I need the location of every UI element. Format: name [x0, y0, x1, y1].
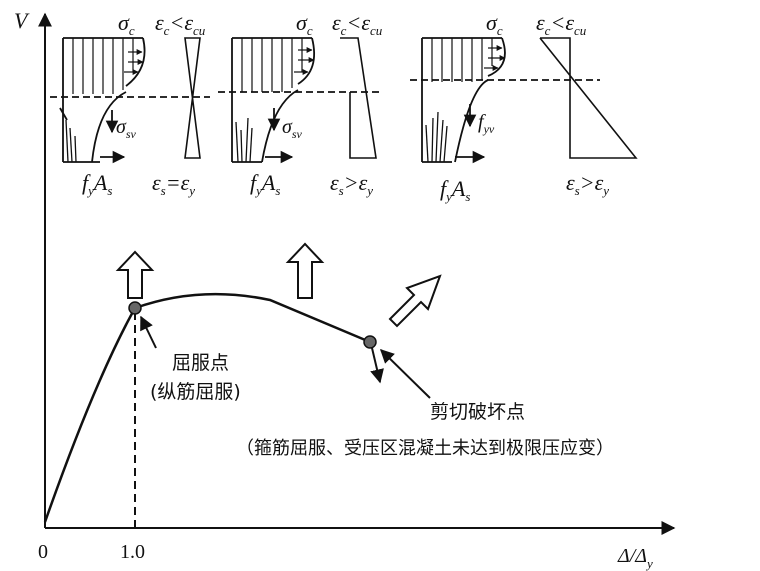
stirrup-label-3: fyv: [478, 111, 495, 136]
stress-panel-1: [50, 37, 210, 164]
shear-pointer-arrow: [379, 349, 431, 399]
strain-diagram-3: [539, 37, 638, 159]
y-axis-label: V: [14, 8, 30, 33]
strain-condition-top-2: εc<εcu: [332, 10, 383, 38]
stress-panel-2: [218, 37, 380, 164]
steel-force-label-3: fyAs: [440, 176, 470, 204]
shear-failure-point-marker: [363, 335, 377, 349]
yield-point-subtitle: (纵筋屈服): [150, 381, 241, 403]
stirrup-label-1: σsv: [116, 116, 137, 141]
yield-point-marker: [128, 301, 142, 315]
stirrup-label-2: σsv: [282, 116, 303, 141]
origin-label: 0: [38, 541, 48, 563]
hollow-arrow-up-2: [285, 242, 325, 299]
compression-stress-curve-1: [125, 37, 146, 87]
x-axis-label-main: Δ/Δ: [617, 545, 647, 567]
yield-point-title: 屈服点: [172, 352, 229, 374]
crack-lines-1: [65, 119, 77, 163]
strain-condition-top-1: εc<εcu: [155, 10, 206, 38]
crack-profile-2: [261, 89, 299, 163]
stress-panel-3: [410, 37, 638, 164]
strain-condition-top-3: εc<εcu: [536, 10, 587, 38]
yield-pointer-arrow: [140, 315, 157, 349]
strain-condition-bottom-1: εs=εy: [152, 170, 195, 198]
strain-condition-bottom-3: εs>εy: [566, 170, 609, 198]
x-tick-label: 1.0: [120, 541, 145, 563]
post-failure-drop-arrow: [370, 347, 384, 384]
sigma-c-label-3: σc: [486, 10, 503, 38]
strain-condition-bottom-2: εs>εy: [330, 170, 373, 198]
compression-stress-curve-2: [297, 37, 316, 85]
crack-lines-3: [425, 111, 448, 163]
shear-failure-title: 剪切破坏点: [430, 401, 525, 423]
x-axis-label-sub: y: [645, 556, 653, 571]
crack-lines-2: [235, 117, 253, 163]
steel-force-label-1: fyAs: [82, 170, 112, 198]
hollow-arrow-diagonal: [388, 274, 442, 328]
steel-force-label-2: fyAs: [250, 170, 280, 198]
crack-profile-1: [91, 91, 127, 163]
x-axis-label: Δ/Δy: [617, 545, 653, 571]
load-curve: [43, 292, 371, 523]
compression-stress-curve-3: [487, 37, 506, 77]
sigma-c-label-2: σc: [296, 10, 313, 38]
shear-failure-subtitle: （箍筋屈服、受压区混凝土未达到极限压应变）: [236, 438, 614, 459]
axes: [38, 12, 676, 535]
strain-diagram-2: [340, 37, 377, 159]
hollow-arrow-up-1: [115, 250, 155, 299]
strain-diagram-1: [184, 37, 201, 159]
sigma-c-label-1: σc: [118, 10, 135, 38]
